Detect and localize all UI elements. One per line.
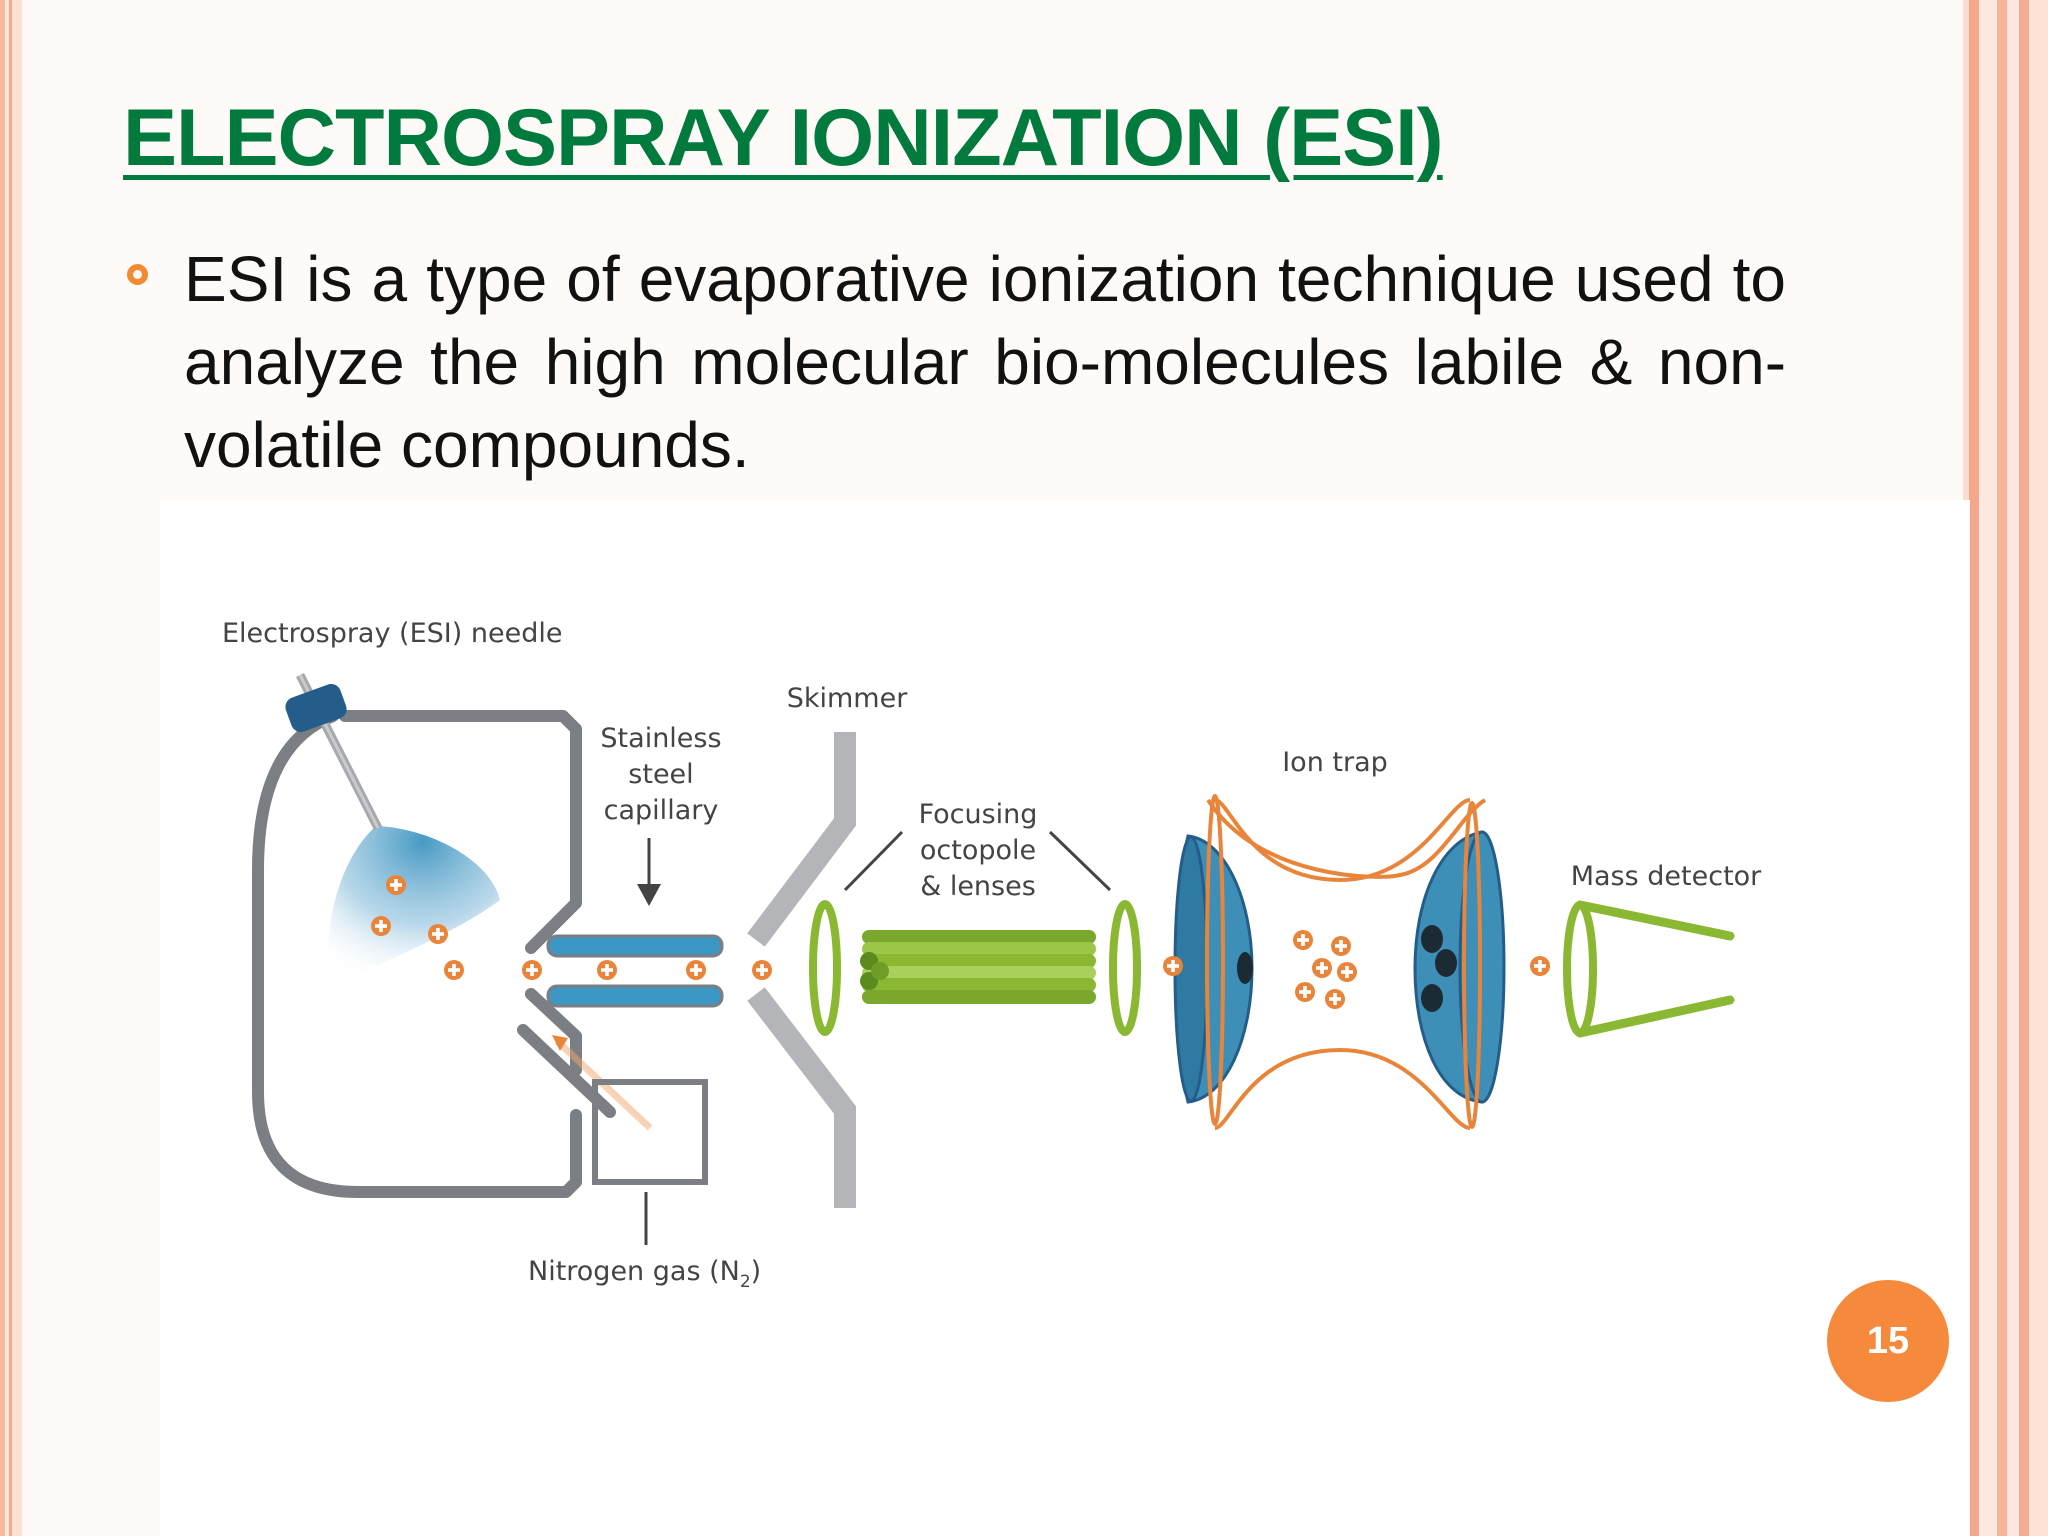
octopole-pointer-right (1048, 830, 1112, 892)
ion-trap-left-endcap (1173, 794, 1254, 1126)
capillary-arrowhead (637, 884, 661, 906)
capillary-label-line1: Stainless (600, 723, 721, 754)
octopole-rods (860, 930, 1096, 1004)
slide-title: ELECTROSPRAY IONIZATION (ESI) (123, 93, 1444, 183)
left-border-decoration (0, 0, 22, 1536)
ion-trap-field-top (1214, 798, 1471, 883)
nitrogen-label-subscript: 2 (740, 1272, 751, 1292)
nitrogen-label-text: Nitrogen gas (N (528, 1256, 740, 1287)
bullet-circle-icon (127, 264, 148, 285)
ion-trap-label: Ion trap (1282, 747, 1388, 778)
source-housing-top (339, 710, 582, 954)
focusing-lens-left (809, 900, 841, 1036)
spray-cone (327, 826, 500, 985)
capillary-label-line2: steel (628, 759, 693, 790)
page-number-badge: 15 (1827, 1280, 1949, 1402)
source-housing (252, 710, 582, 1198)
skimmer-label: Skimmer (787, 683, 908, 714)
needle-cap (285, 683, 347, 733)
octopole-label-line3: & lenses (920, 871, 1036, 902)
mass-detector-icon (1563, 900, 1735, 1038)
octopole-label-line1: Focusing (919, 799, 1038, 830)
nitrogen-box (592, 1079, 708, 1185)
skimmer-upper (747, 732, 856, 947)
focusing-lens-right (1109, 900, 1141, 1036)
detector-label: Mass detector (1571, 861, 1762, 892)
bullet-text: ESI is a type of evaporative ionization … (184, 243, 1786, 481)
right-border-decoration (1963, 0, 2048, 1536)
capillary-lower (546, 984, 724, 1008)
needle-label: Electrospray (ESI) needle (222, 618, 562, 649)
octopole-pointer-left (843, 830, 904, 892)
ion-trap-field-upper (1206, 798, 1487, 879)
page-number: 15 (1866, 1320, 1910, 1362)
ion-trap-right-endcap (1413, 801, 1506, 1129)
skimmer-lower (747, 987, 856, 1208)
capillary-upper (546, 934, 724, 958)
octopole-label-line2: octopole (920, 835, 1036, 866)
capillary-label-line3: capillary (604, 795, 719, 826)
nitrogen-label-close: ) (751, 1256, 762, 1287)
nitrogen-arrowhead (552, 1035, 568, 1051)
ion-trap-field-bottom (1214, 1047, 1471, 1130)
nitrogen-label: Nitrogen gas (N2) (528, 1256, 761, 1292)
